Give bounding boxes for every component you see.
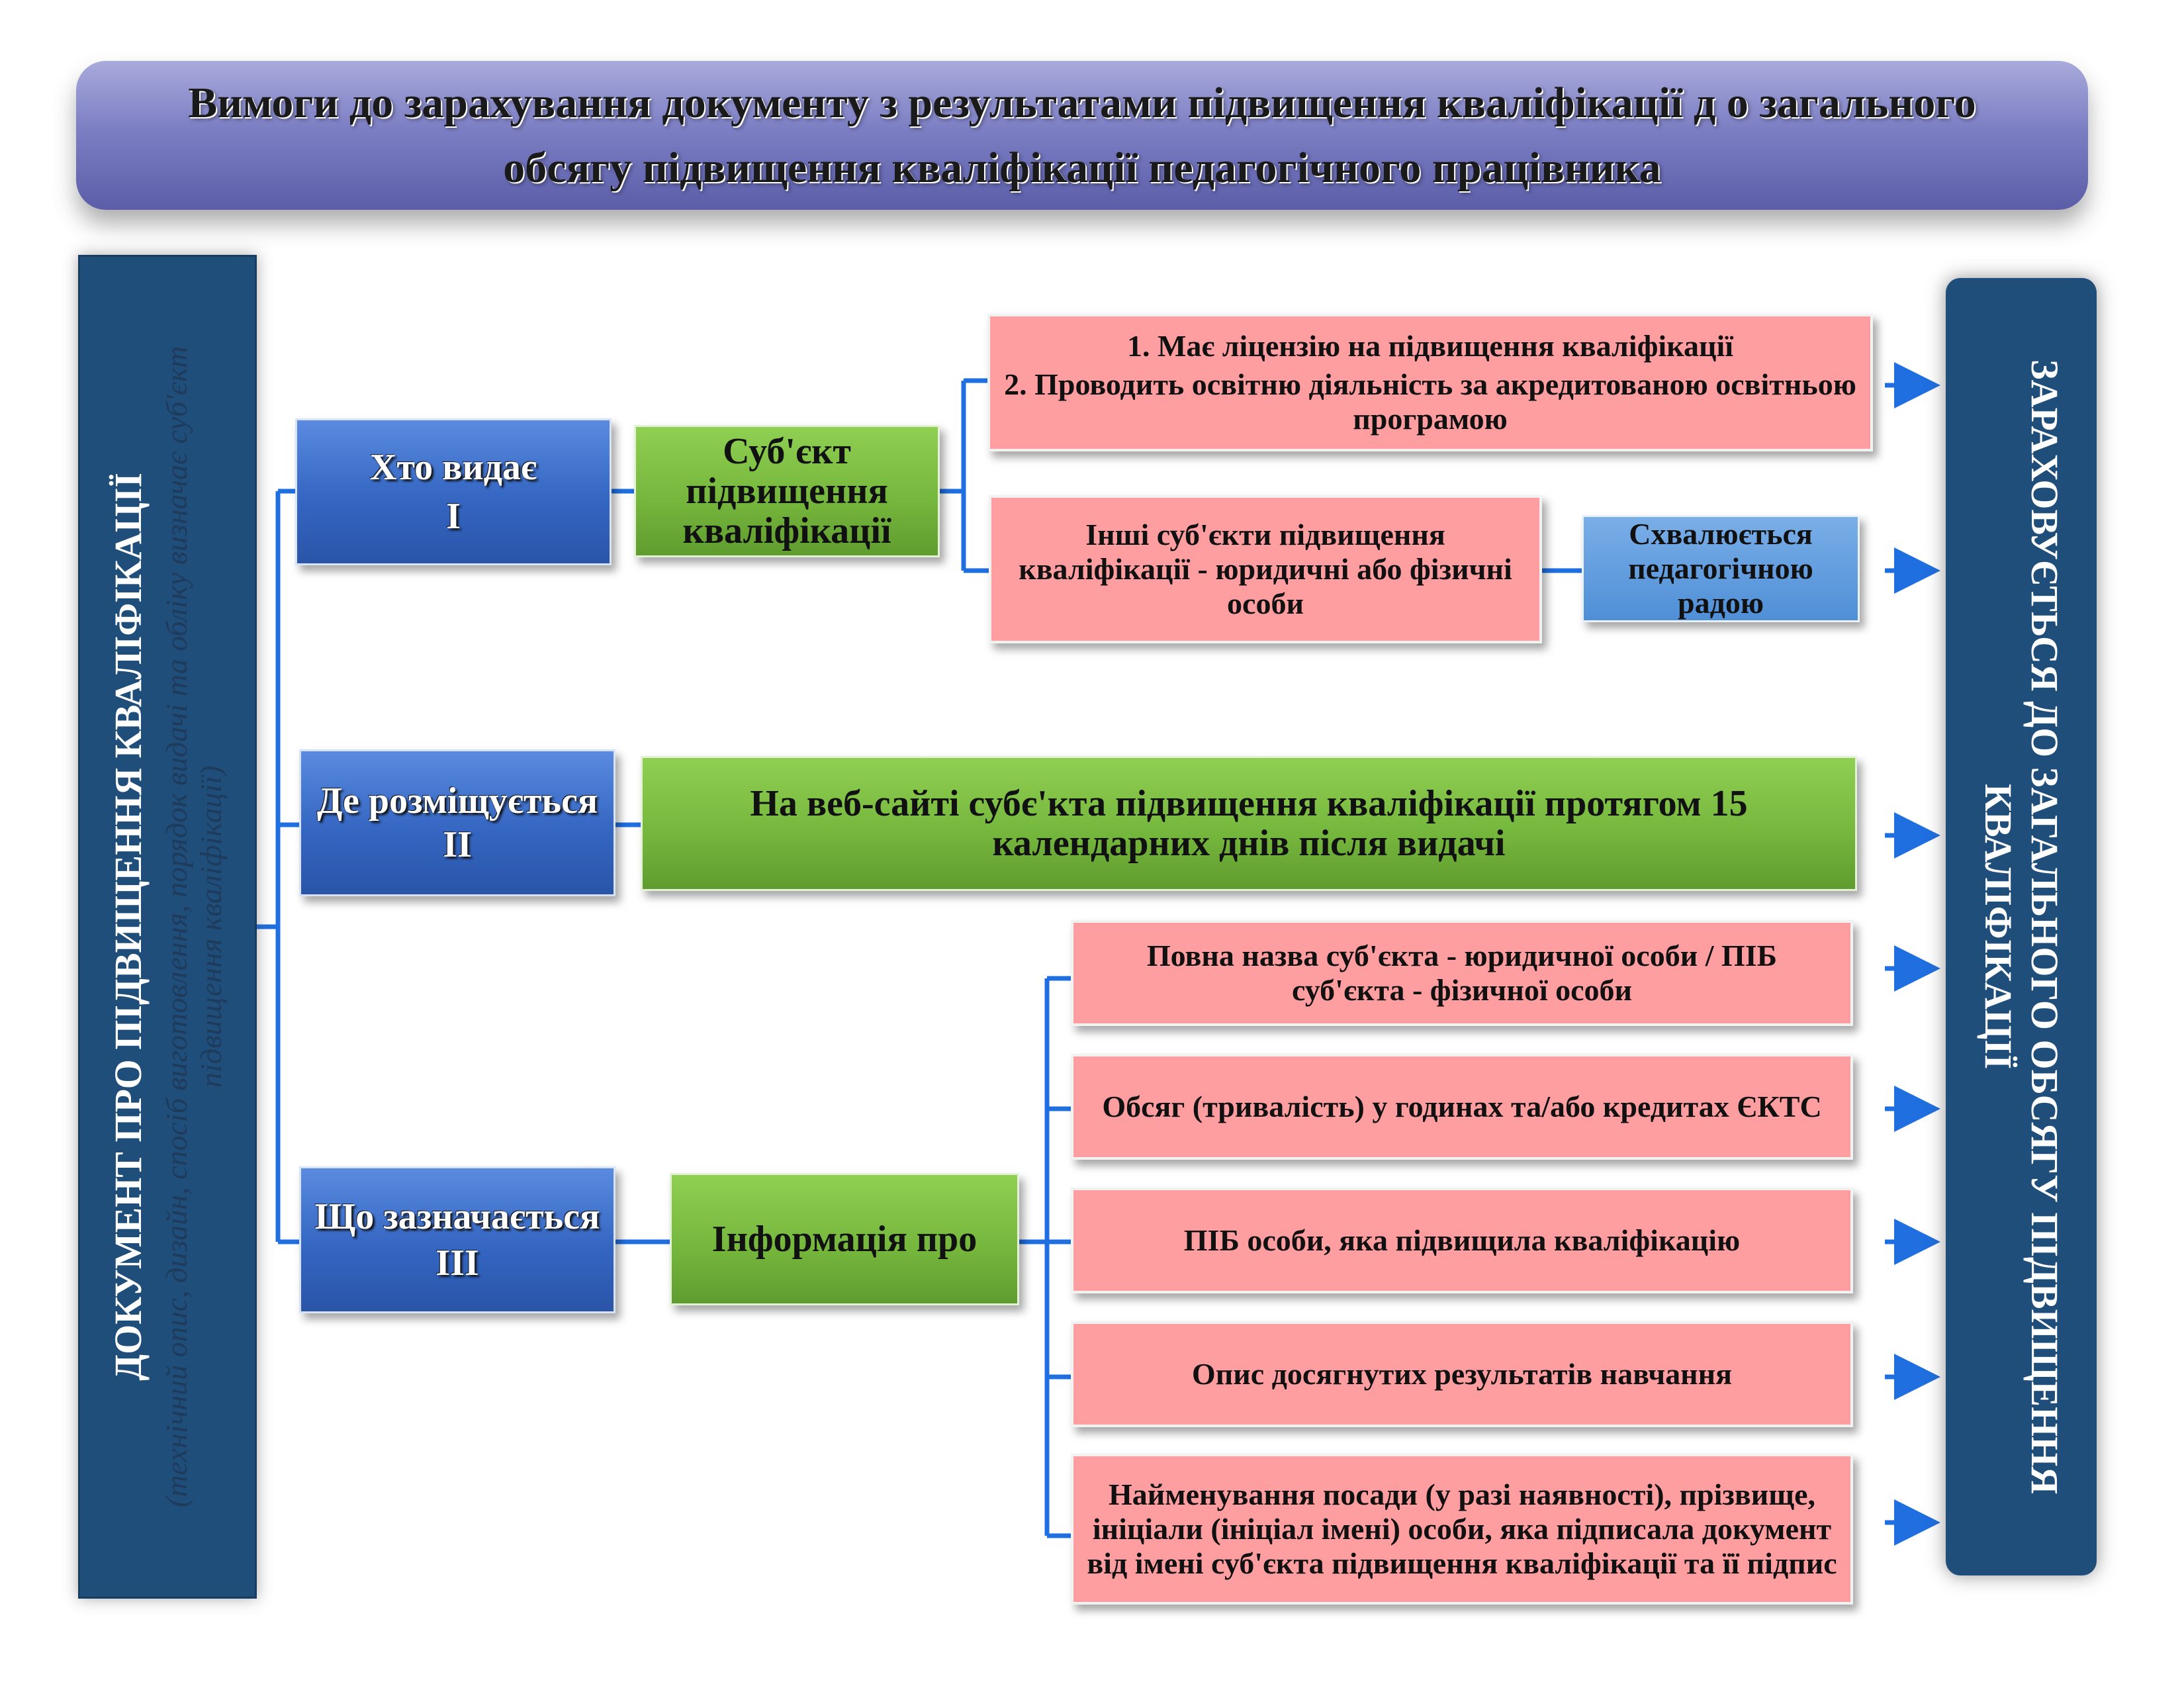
subject-label: Суб'єкт підвищення кваліфікації [682,431,891,551]
info-item-results: Опис досягнутих результатів навчання [1071,1321,1853,1427]
criterion-1: 1. Має ліцензію на підвищення кваліфікац… [1126,329,1734,363]
section-label: Де розміщується [316,780,598,821]
info-item-person-name: ПІБ особи, яка підвищила кваліфікацію [1071,1188,1853,1293]
info-item-volume: Обсяг (тривалість) у годинах та/або кред… [1071,1054,1853,1160]
info-item-text: Обсяг (тривалість) у годинах та/або кред… [1102,1090,1822,1123]
info-item-text: ПІБ особи, яка підвищила кваліфікацію [1183,1223,1741,1257]
section-label: Що зазначається [314,1196,600,1237]
section-where-placed: Де розміщується ІІ [299,749,615,896]
section-label: Хто видає [369,447,537,488]
info-item-text: Опис досягнутих результатів навчання [1191,1357,1733,1391]
section-who-issues: Хто видає І [295,418,612,565]
info-item-text: Найменування посади (у разі наявності), … [1087,1477,1837,1580]
section-what-stated: Що зазначається ІІІ [299,1166,615,1313]
other-subjects-box: Інші суб'єкти підвищення кваліфікації - … [989,495,1542,643]
left-panel-text: ДОКУМЕНТ ПРО ПІДВИЩЕННЯ КВАЛІФІКАЦІЇ (те… [78,255,257,1599]
other-subjects-label: Інші суб'єкти підвищення кваліфікації - … [1019,518,1512,620]
approval-label: Схвалюється педагогічною радою [1628,517,1813,620]
info-item-text: Повна назва суб'єкта - юридичної особи /… [1146,939,1778,1007]
right-panel: ЗАРАХОВУЄТЬСЯ ДО ЗАГАЛЬНОГО ОБСЯГУ ПІДВИ… [1946,278,2097,1575]
website-label: На веб-сайті субє'кта підвищення кваліфі… [750,783,1748,864]
page-title: Вимоги до зарахування документу з резуль… [188,78,1976,192]
information-label: Інформація про [711,1219,978,1260]
subject-box: Суб'єкт підвищення кваліфікації [634,425,940,557]
criterion-2: 2. Проводить освітню діяльність за акред… [1004,367,1856,436]
left-panel [78,255,257,1599]
section-numeral: І [446,496,461,537]
section-numeral: ІІ [443,824,472,865]
left-panel-title: ДОКУМЕНТ ПРО ПІДВИЩЕННЯ КВАЛІФІКАЦІЇ [107,473,150,1381]
title-bar: Вимоги до зарахування документу з резуль… [76,61,2088,210]
approval-box: Схвалюється педагогічною радою [1582,515,1860,622]
licensed-subject-box: 1. Має ліцензію на підвищення кваліфікац… [987,314,1873,451]
right-panel-title: ЗАРАХОВУЄТЬСЯ ДО ЗАГАЛЬНОГО ОБСЯГУ ПІДВИ… [1977,359,2066,1495]
information-box: Інформація про [670,1173,1019,1305]
info-item-signatory: Найменування посади (у разі наявності), … [1071,1454,1853,1605]
info-item-subject-name: Повна назва суб'єкта - юридичної особи /… [1071,920,1853,1026]
website-box: На веб-сайті субє'кта підвищення кваліфі… [641,756,1857,891]
section-numeral: ІІІ [435,1243,479,1284]
left-panel-subtitle: (технічний опис, дизайн, спосіб виготовл… [159,346,228,1508]
